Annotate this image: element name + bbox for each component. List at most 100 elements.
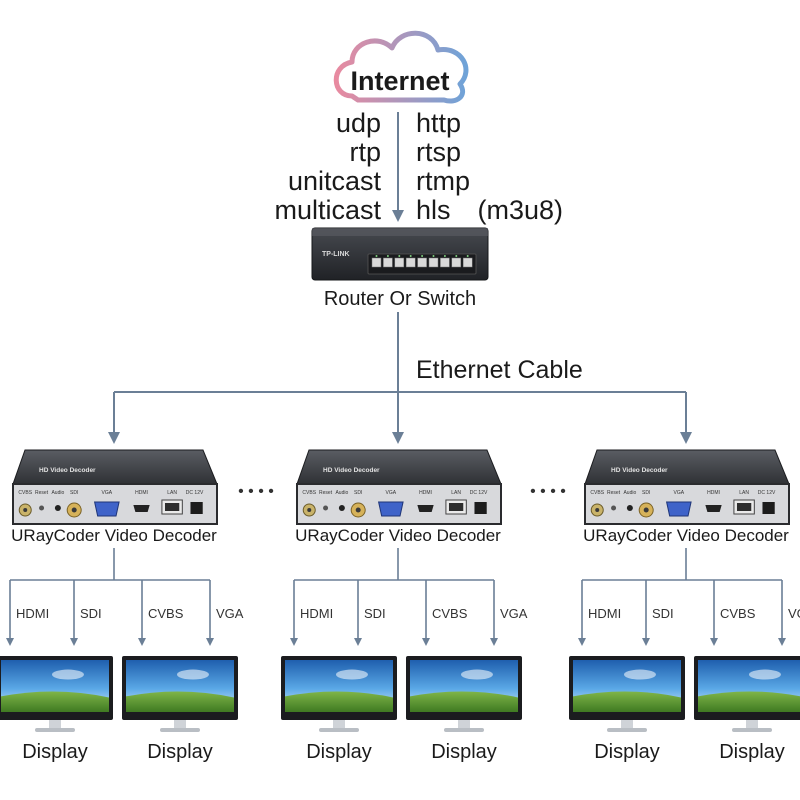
port-label: LAN: [451, 490, 461, 496]
ethernet-port-icon: [383, 257, 393, 268]
router-device: TP-LINK Router Or Switch: [311, 227, 489, 310]
monitor-stand-base: [319, 728, 359, 732]
audio-jack-icon: [338, 505, 345, 511]
display-label: Display: [719, 741, 785, 763]
audio-jack-icon: [626, 505, 633, 511]
port-led-icon: [466, 255, 469, 257]
cloud-icon: [460, 669, 493, 680]
port-label: DC 12V: [758, 490, 776, 496]
monitor-stand-base: [732, 728, 772, 732]
monitor-stand-neck: [174, 720, 186, 729]
display-monitor: Display: [569, 656, 685, 763]
monitor-screen-hill: [573, 691, 681, 712]
arrowhead-icon: [578, 638, 586, 646]
cloud-icon: [748, 669, 781, 680]
connector-pin-icon: [307, 508, 312, 512]
port-label: Audio: [623, 490, 636, 496]
arrowhead-icon: [138, 638, 146, 646]
arrowhead-icon: [70, 638, 78, 646]
port-label: Audio: [51, 490, 64, 496]
protocol-right-item: rtmp: [416, 166, 470, 196]
arrowhead-icon: [422, 638, 430, 646]
decoder-caption: URayCoder Video Decoder: [11, 526, 217, 545]
lan-socket-icon: [164, 503, 180, 511]
connector-pin-icon: [71, 507, 77, 513]
port-label: VGA: [386, 490, 397, 496]
ellipsis-left: • • • •: [238, 483, 274, 500]
dc-power-jack-icon: [762, 502, 775, 514]
display-monitor: Display: [122, 656, 238, 763]
arrowhead-icon: [778, 638, 786, 646]
monitor-stand-neck: [621, 720, 633, 729]
port-label: VGA: [102, 490, 113, 496]
hdmi-connector-icon: [417, 505, 434, 512]
display-label: Display: [431, 741, 497, 763]
output-label: SDI: [652, 606, 674, 621]
protocol-left-item: multicast: [274, 195, 381, 225]
monitor-stand-base: [160, 728, 200, 732]
output-label: VGA: [788, 606, 800, 621]
port-label: CVBS: [18, 490, 32, 496]
display-monitor: Display: [406, 656, 522, 763]
connector-pin-icon: [595, 508, 600, 512]
port-led-icon: [421, 255, 424, 257]
reset-button-icon: [39, 505, 45, 511]
decoder-caption: URayCoder Video Decoder: [295, 526, 501, 545]
arrowhead-icon: [392, 210, 404, 222]
ethernet-port-icon: [462, 257, 473, 268]
ethernet-port-icon: [394, 257, 405, 268]
protocol-right-item: rtsp: [416, 137, 461, 167]
protocol-right-item: http: [416, 108, 461, 138]
decoder-caption: URayCoder Video Decoder: [583, 526, 789, 545]
router-caption: Router Or Switch: [324, 288, 476, 310]
vga-connector-icon: [665, 501, 692, 517]
arrowhead-icon: [642, 638, 650, 646]
dc-power-jack-icon: [190, 502, 203, 514]
decoder-model-label: HD Video Decoder: [323, 467, 380, 474]
lan-socket-icon: [448, 503, 464, 511]
monitor-stand-base: [607, 728, 647, 732]
protocol-left-item: rtp: [349, 137, 381, 167]
monitor-screen-hill: [285, 691, 393, 712]
output-label: SDI: [364, 606, 386, 621]
vga-connector-icon: [93, 501, 120, 517]
arrowhead-icon: [206, 638, 214, 646]
ethernet-port-icon: [405, 257, 416, 268]
arrowhead-icon: [680, 432, 692, 444]
decoder-model-label: HD Video Decoder: [39, 467, 96, 474]
display-monitor: Display: [694, 656, 800, 763]
port-label: Reset: [35, 490, 49, 496]
port-led-icon: [409, 255, 412, 257]
hdmi-connector-icon: [133, 505, 150, 512]
reset-button-icon: [323, 505, 329, 511]
ethernet-port-icon: [451, 257, 462, 268]
monitor-screen-hill: [1, 691, 109, 712]
port-label: VGA: [674, 490, 685, 496]
decoder-model-label: HD Video Decoder: [611, 467, 668, 474]
output-label: HDMI: [588, 606, 621, 621]
monitor-stand-neck: [746, 720, 758, 729]
cloud-icon: [335, 669, 368, 680]
output-label: HDMI: [300, 606, 333, 621]
monitor-stand-neck: [458, 720, 470, 729]
port-label: HDMI: [419, 490, 432, 496]
arrowhead-icon: [354, 638, 362, 646]
arrowhead-icon: [392, 432, 404, 444]
output-label: CVBS: [720, 606, 756, 621]
audio-jack-icon: [54, 505, 61, 511]
port-label: DC 12V: [186, 490, 204, 496]
connector-pin-icon: [23, 508, 28, 512]
cloud-to-router-arrow: [392, 112, 404, 222]
port-led-icon: [386, 255, 389, 257]
connector-pin-icon: [355, 507, 361, 513]
display-monitor: Display: [0, 656, 113, 763]
monitor-stand-neck: [49, 720, 61, 729]
monitor-stand-base: [35, 728, 75, 732]
